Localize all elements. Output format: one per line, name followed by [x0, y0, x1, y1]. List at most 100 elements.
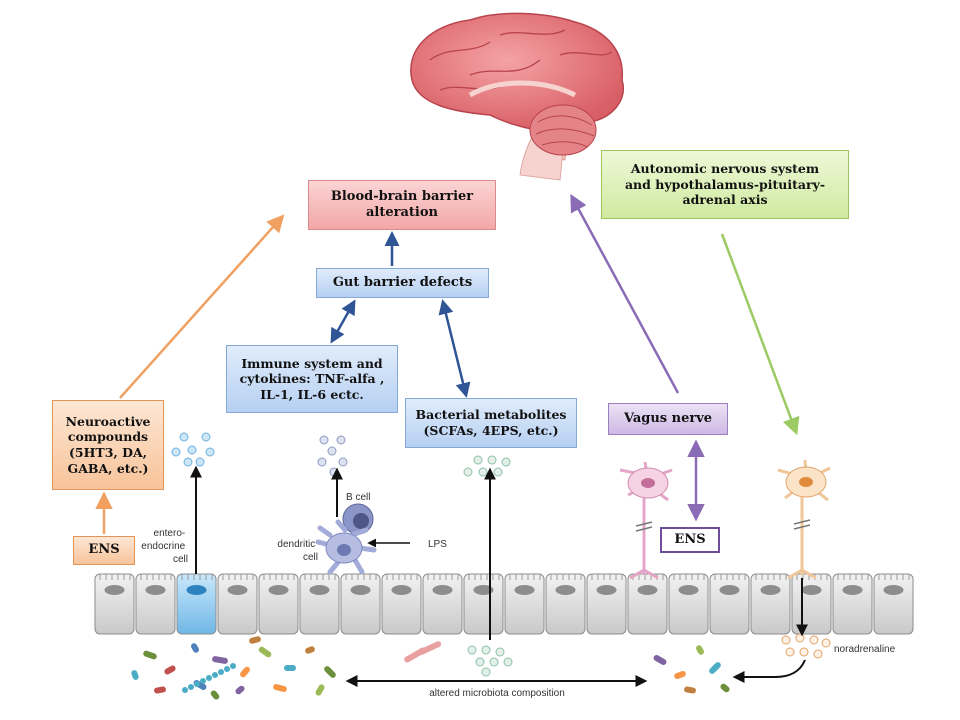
molecule-dot — [183, 457, 193, 467]
molecule-dot — [478, 467, 488, 477]
bacterium — [230, 663, 236, 669]
molecule-dot — [481, 667, 491, 677]
intestinal-epithelium — [94, 573, 914, 635]
epithelial-cell — [545, 573, 586, 635]
arrow-immune-gut — [330, 299, 356, 344]
molecule-dot — [799, 647, 809, 657]
molecule-dot — [489, 657, 499, 667]
bacterial-metabolites-box: Bacterial metabolites(SCFAs, 4EPS, etc.) — [405, 398, 577, 448]
bacterium — [305, 646, 315, 654]
molecule-dot — [319, 435, 329, 445]
lps-label: LPS — [428, 539, 447, 550]
molecule-dot — [493, 467, 503, 477]
bacterium — [200, 678, 206, 684]
b-cell — [342, 503, 374, 535]
molecule-dot — [487, 455, 497, 465]
molecule-dot — [475, 657, 485, 667]
epithelial-cell — [709, 573, 750, 635]
molecule-dot — [795, 633, 805, 643]
vagal-neuron — [619, 461, 673, 580]
bacterium — [258, 646, 272, 658]
brain-illustration — [410, 12, 624, 181]
bacterium — [212, 656, 228, 664]
bacterium — [188, 684, 194, 690]
arrow-autonomic-to-neuron — [720, 233, 800, 436]
molecule-dot — [785, 647, 795, 657]
molecule-dot — [781, 635, 791, 645]
epithelial-cell — [217, 573, 258, 635]
bacterium — [284, 665, 296, 671]
epithelial-cell — [791, 573, 832, 635]
molecule-dot — [336, 435, 346, 445]
molecule-dot — [463, 467, 473, 477]
ens-right-box: ENS — [660, 527, 720, 553]
epithelial-cell — [586, 573, 627, 635]
microbiota-label: altered microbiota composition — [429, 688, 565, 699]
epithelial-cell — [422, 573, 463, 635]
molecule-dot — [205, 447, 215, 457]
molecule-dots — [171, 432, 831, 677]
arrow-noradrenaline-to-microbes — [732, 659, 806, 683]
bacterium — [684, 686, 696, 694]
molecule-dot — [187, 445, 197, 455]
bacterium — [212, 672, 218, 678]
molecule-dot — [327, 446, 337, 456]
molecule-dot — [338, 457, 348, 467]
epithelial-cell — [627, 573, 668, 635]
molecule-dot — [317, 457, 327, 467]
bacterium — [273, 683, 287, 693]
molecule-dot — [473, 455, 483, 465]
arrow-vagus-to-brain — [570, 193, 680, 394]
epithelial-cell — [340, 573, 381, 635]
bacterium — [164, 665, 176, 675]
bacterium — [182, 687, 188, 693]
dendritic-cell — [315, 519, 377, 575]
bacterium — [709, 662, 721, 674]
epithelial-cell — [668, 573, 709, 635]
molecule-dot — [481, 645, 491, 655]
epithelial-cell — [258, 573, 299, 635]
molecule-dot — [201, 432, 211, 442]
epithelial-cell — [94, 573, 135, 635]
arrow-bacterial-gut — [438, 299, 471, 398]
molecule-dot — [195, 457, 205, 467]
epithelial-cell — [381, 573, 422, 635]
molecule-dot — [809, 635, 819, 645]
bacterium — [315, 684, 325, 696]
molecule-dot — [821, 638, 831, 648]
bacterium — [154, 686, 166, 694]
molecule-dot — [179, 432, 189, 442]
bacterium — [249, 636, 261, 644]
epithelial-cell — [135, 573, 176, 635]
ens-left-box: ENS — [73, 536, 135, 565]
molecule-dot — [813, 649, 823, 659]
bacterium — [218, 669, 224, 675]
microbiota — [131, 636, 730, 700]
molecule-dot — [495, 647, 505, 657]
epithelial-cell — [504, 573, 545, 635]
epithelial-cell — [750, 573, 791, 635]
bacterium — [674, 670, 686, 680]
epithelial-cell — [832, 573, 873, 635]
molecule-dot — [171, 447, 181, 457]
bacterium — [210, 690, 220, 700]
bcell-label: B cell — [346, 492, 370, 503]
bacterium — [206, 675, 212, 681]
bacterium — [194, 681, 200, 687]
enteroendocrine-cell — [176, 573, 217, 635]
bacterium — [696, 645, 704, 655]
arrow-neuroactive-to-bbb — [119, 214, 285, 399]
epithelial-cell — [299, 573, 340, 635]
dendritic-label: dendritic cell — [277, 539, 318, 563]
bacterium — [324, 666, 336, 678]
entero-label: entero- endocrine cell — [141, 528, 188, 565]
bacterium — [720, 683, 730, 693]
bacterium — [653, 655, 667, 665]
molecule-dot — [503, 657, 513, 667]
sympathetic-neuron — [777, 459, 831, 580]
